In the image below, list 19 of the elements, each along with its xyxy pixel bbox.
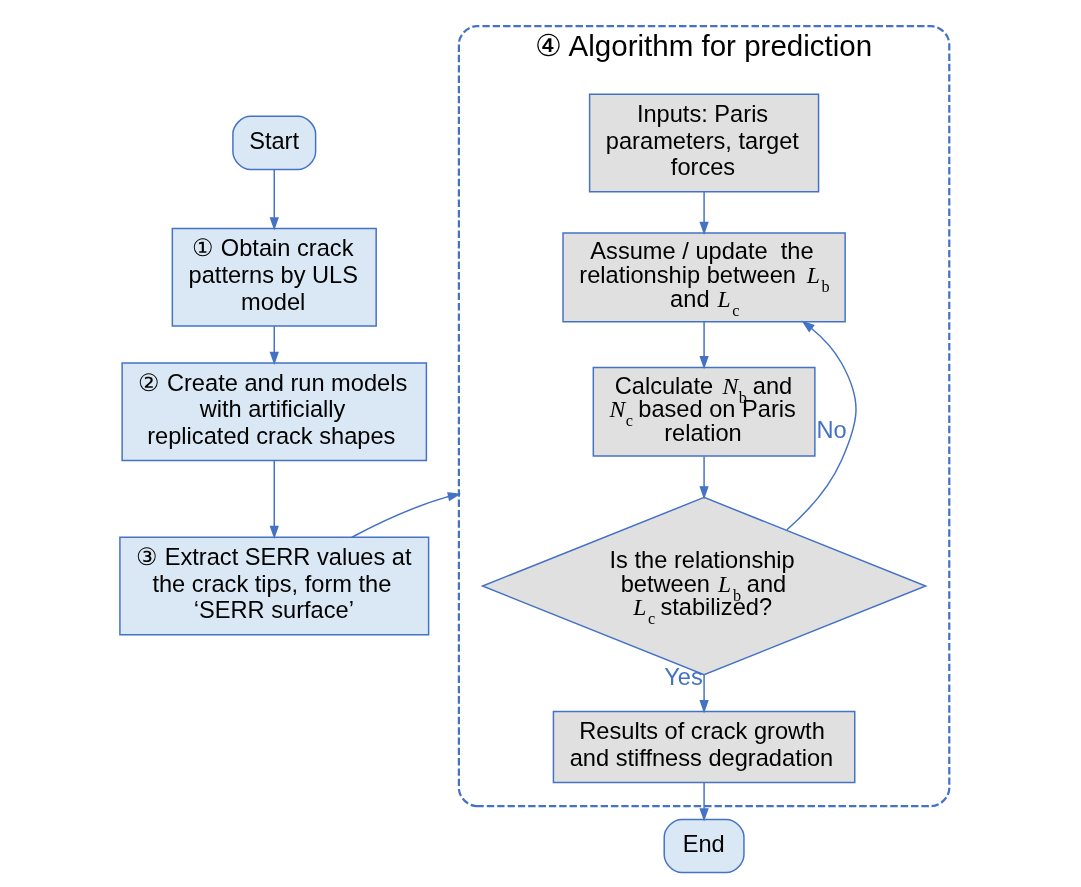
arrow [699,674,709,714]
node-box: Results of crack growth and stiffness degradation [552,710,856,784]
arrow [269,325,279,366]
arrow [351,492,462,538]
arrow [786,320,857,531]
node-box: ① Obtain crack patterns by ULS model [171,227,377,327]
arrow [699,321,709,370]
node-box: Inputs: Paris parameters, target forces [588,93,820,193]
node-box: Assume / update the relationship between L$_{b}$ and L$_{c}$ [562,232,846,323]
edge-label: No [816,417,847,444]
arrow [699,455,709,500]
arrow [269,459,279,540]
node-box: ② Create and run models with artificially replicated crack shapes [121,362,428,462]
node-box: End [663,818,745,874]
node-box: Start [232,115,317,171]
node-box: ③ Extract SERR values at the crack tips, form the ‘SERR surface’ [119,536,430,636]
arrow [699,781,709,822]
arrow [269,169,279,231]
arrow [699,191,709,236]
